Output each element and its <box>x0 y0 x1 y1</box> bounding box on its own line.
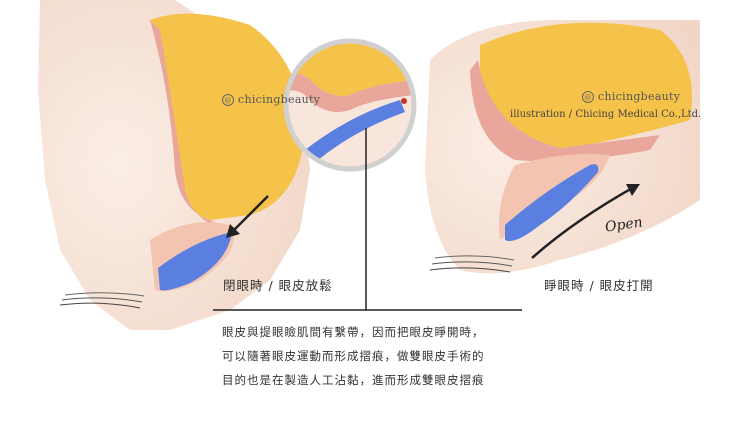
fat-pad <box>150 13 305 221</box>
eyeball-blue <box>158 232 232 291</box>
connector-lines <box>213 128 522 311</box>
left-watermark: @chicingbeauty <box>222 93 320 106</box>
at-icon: @ <box>222 94 234 106</box>
caption-line: 眼皮與提眼瞼肌間有繫帶，因而把眼皮睜開時， <box>222 325 485 339</box>
arrow-up-right-icon <box>531 184 640 259</box>
closed-eye-label: 閉眼時 / 眼皮放鬆 <box>223 278 333 293</box>
magnifier-inset <box>283 38 417 172</box>
caption-line: 可以隨著眼皮運動而形成摺痕，做雙眼皮手術的 <box>222 349 485 363</box>
illustration-credit: illustration / Chicing Medical Co.,Ltd. <box>510 109 702 120</box>
caption-text: 眼皮與提眼瞼肌間有繫帶，因而把眼皮睜開時， 可以隨著眼皮運動而形成摺痕，做雙眼皮… <box>222 320 485 392</box>
right-watermark: @chicingbeauty <box>582 90 680 103</box>
closed-eye-diagram <box>38 0 310 330</box>
open-eye-label: 睜眼時 / 眼皮打開 <box>544 278 654 293</box>
muscle-layer <box>150 20 230 230</box>
eyeball-blue <box>505 164 599 241</box>
muscle-layer <box>470 60 660 162</box>
caption-line: 目的也是在製造人工沾黏，進而形成雙眼皮摺痕 <box>222 373 485 387</box>
at-icon: @ <box>582 91 594 103</box>
arrow-down-left-icon <box>226 195 269 238</box>
fat-pad <box>480 22 692 151</box>
open-eye-diagram <box>425 20 700 274</box>
